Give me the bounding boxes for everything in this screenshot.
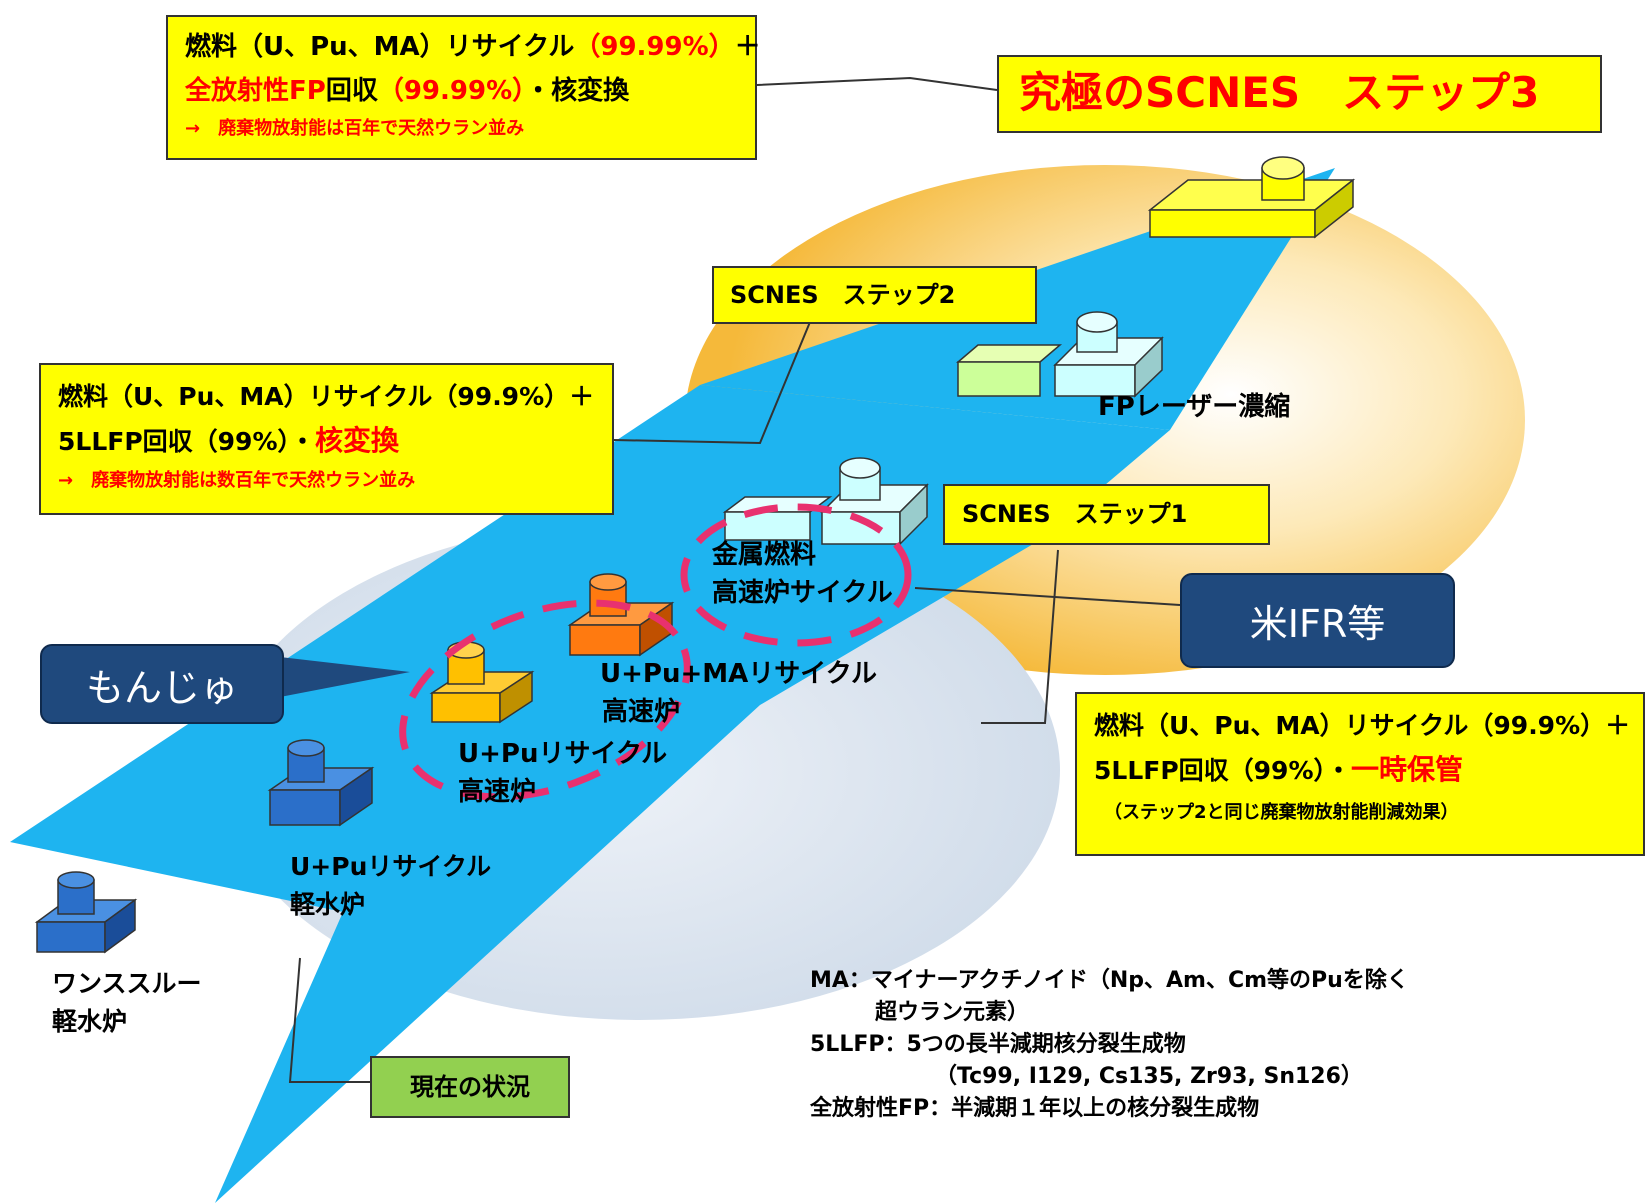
connector-ifr [914,587,1181,606]
step1-line1: 燃料（U、Pu、MA）リサイクル（99.9%）＋ [1094,711,1631,740]
step1-title: SCNES ステップ1 [943,484,1270,545]
step1-line3: （ステップ2と同じ廃棄物放射能削減効果） [1104,802,1459,823]
facility-icon [1147,156,1356,239]
progress-arrow [10,385,1170,1203]
connector-step2 [613,321,811,445]
facility-icon [955,311,1164,398]
step3-title: 究極のSCNES ステップ3 [997,55,1602,133]
legend-5llfp: 5LLFP：5つの長半減期核分裂生成物 [810,1032,1186,1057]
metal-fuel-label: 金属燃料 高速炉サイクル [712,536,893,612]
reactor-icon [34,871,138,954]
step2-title: SCNES ステップ2 [712,266,1037,324]
umpa-line2: 高速炉 [602,697,681,727]
step3-line2: 全放射性FP回収（99.99%）・核変換 [185,76,630,106]
upfr-line1: U+Puリサイクル [458,739,668,769]
connector-current [288,957,370,1083]
step2-line2: 5LLFP回収（99%）・核変換 [58,424,400,457]
dashed-highlight-fr [399,599,691,801]
fp-laser-label: FPレーザー濃縮 [1098,392,1291,422]
step2-description: 燃料（U、Pu、MA）リサイクル（99.9%）＋ 5LLFP回収（99%）・核変… [39,363,614,515]
legend-notes: MA：マイナーアクチノイド（Np、Am、Cm等のPuを除く 超ウラン元素） 5L… [810,965,1409,1125]
legend-ma: MA：マイナーアクチノイド（Np、Am、Cm等のPuを除く [810,968,1409,993]
connector-step1 [981,549,1059,724]
reactor-label-umpa-fr: U+Pu+MAリサイクル 高速炉 [600,655,877,731]
legend-fp: 全放射性FP：半減期１年以上の核分裂生成物 [810,1096,1260,1121]
current-status: 現在の状況 [370,1056,570,1118]
reactor-label-up-fr: U+Puリサイクル 高速炉 [458,735,667,811]
reactor-icon [267,739,375,827]
metal-fuel-line2: 高速炉サイクル [712,578,893,608]
uplwr-line1: U+Puリサイクル [290,852,492,881]
step2-line1: 燃料（U、Pu、MA）リサイクル（99.9%）＋ [58,382,595,411]
once-line2: 軽水炉 [52,1007,128,1036]
reactor-label-once-through: ワンススルー 軽水炉 [52,965,202,1041]
step3-line3: → 廃棄物放射能は百年で天然ウラン並み [185,118,525,139]
step3-line1: 燃料（U、Pu、MA）リサイクル（99.99%）＋ [185,32,761,62]
umpa-line1: U+Pu+MAリサイクル [600,659,877,689]
metal-fuel-line1: 金属燃料 [712,540,817,570]
legend-ma-cont: 超ウラン元素） [875,1000,1030,1025]
upfr-line2: 高速炉 [458,777,537,807]
monju-pointer [280,657,410,697]
uplwr-line2: 軽水炉 [290,890,366,919]
step1-line2: 5LLFP回収（99%）・一時保管 [1094,753,1464,786]
monju-callout: もんじゅ [40,644,284,724]
once-line1: ワンススルー [52,969,202,998]
reactor-icon [567,573,675,657]
legend-5llfp-list: （Tc99, I129, Cs135, Zr93, Sn126） [935,1064,1363,1089]
step1-description: 燃料（U、Pu、MA）リサイクル（99.9%）＋ 5LLFP回収（99%）・一時… [1075,692,1645,856]
dashed-highlight-metal [680,503,912,647]
reactor-label-up-lwr: U+Puリサイクル 軽水炉 [290,848,491,924]
connector-step3 [756,76,998,91]
step3-description: 燃料（U、Pu、MA）リサイクル（99.99%）＋ 全放射性FP回収（99.99… [166,15,761,160]
ifr-callout: 米IFR等 [1180,573,1455,668]
step2-line3: → 廃棄物放射能は数百年で天然ウラン並み [58,470,416,491]
